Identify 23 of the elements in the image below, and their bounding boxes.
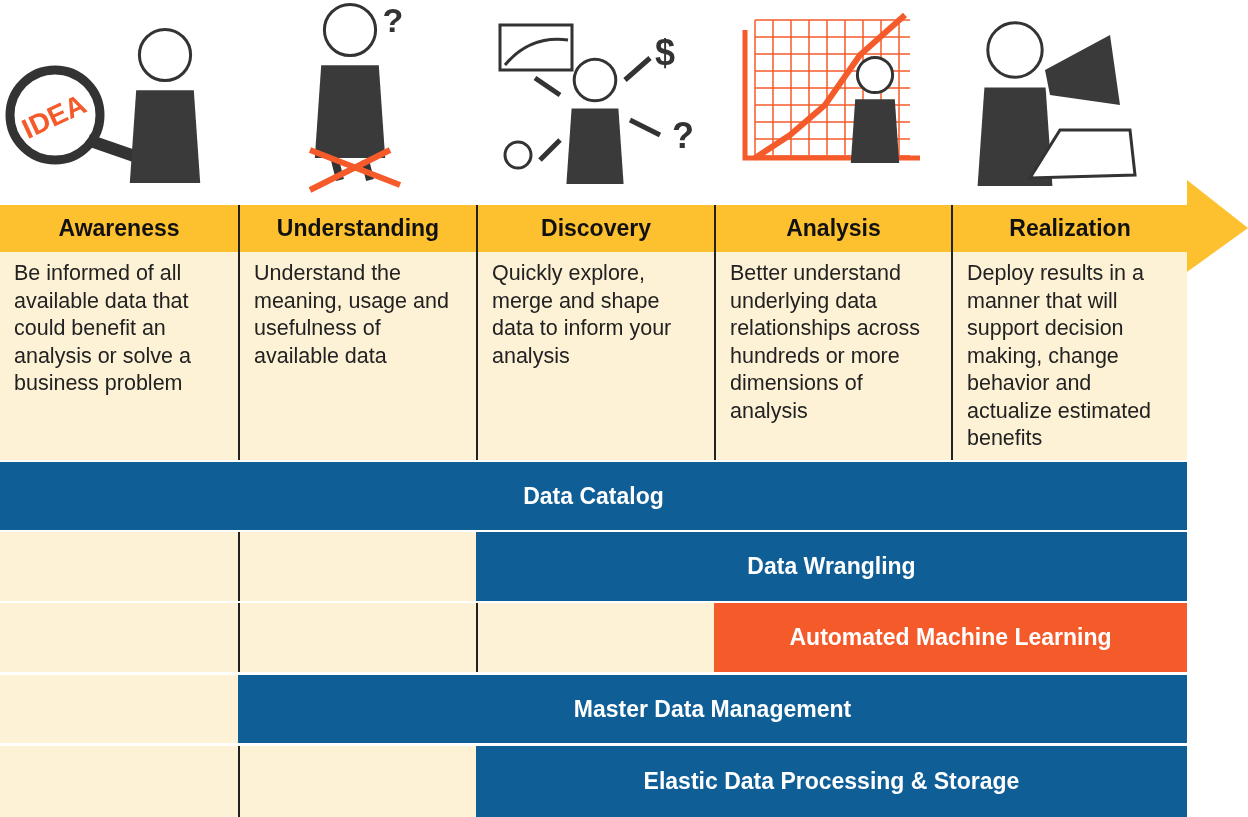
person-with-magnifier-drawing: IDEA: [5, 27, 201, 183]
stage-heading: Discovery: [541, 215, 651, 242]
stage-heading: Understanding: [276, 215, 440, 242]
stage-column: [0, 205, 238, 460]
stage-description: Understand the meaning, usage and usefulness of available data: [254, 261, 449, 368]
capability-bar: Automated Machine Learning: [714, 603, 1187, 672]
stage-description: Deploy results in a manner that will support decision making, change behavior and actualize estimated benefits: [967, 261, 1152, 450]
capability-bar: Data Wrangling: [476, 532, 1187, 601]
stage-heading: Realization: [1009, 215, 1131, 242]
stage-column: [714, 205, 951, 460]
stage-heading: Analysis: [786, 215, 881, 242]
stage-column: [476, 205, 714, 460]
capability-bar: Data Catalog: [0, 462, 1187, 530]
stage-column: [951, 205, 1187, 460]
person-with-ideas-drawing: $ ?: [498, 23, 694, 184]
stage-column: [238, 205, 476, 460]
stage-description: Be informed of all available data that could benefit an analysis or solve a business problem: [14, 261, 191, 395]
stage-description: Better understand underlying data relationships across hundreds or more dimensions of analysis: [730, 261, 920, 423]
stage-heading: Awareness: [58, 215, 180, 242]
thinking-person-drawing: ?: [307, 1, 404, 193]
stage-description: Quickly explore, merge and shape data to inform your analysis: [492, 261, 672, 368]
capability-bar: Master Data Management: [238, 675, 1187, 743]
capability-bar: Elastic Data Processing & Storage: [476, 746, 1187, 817]
